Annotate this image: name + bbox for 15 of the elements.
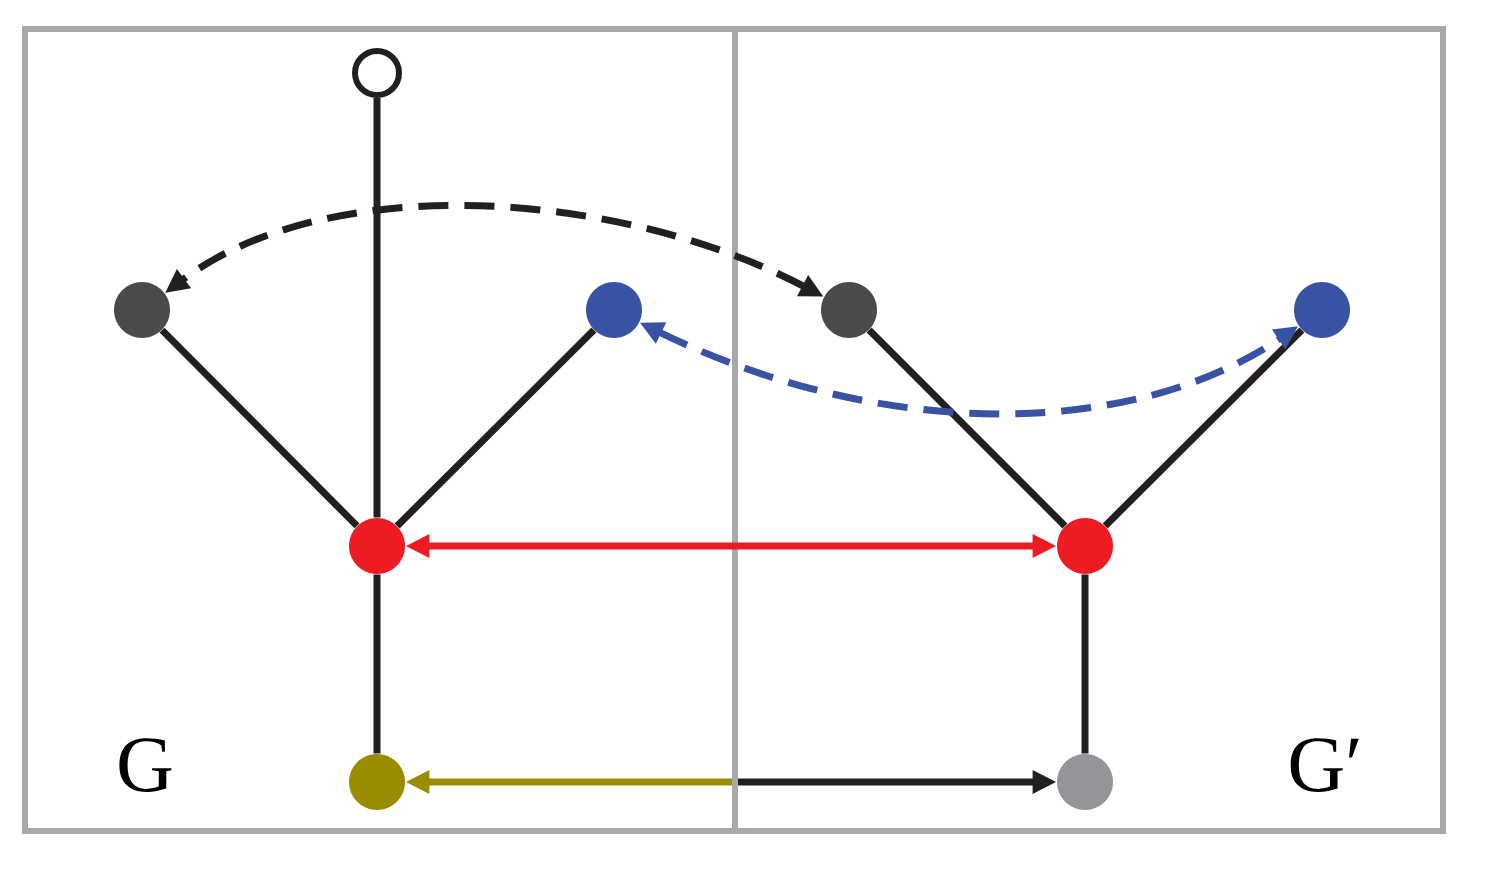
open-circle: [352, 48, 402, 98]
dot: [114, 282, 170, 338]
panel-label: G: [119, 738, 172, 792]
dot: [349, 518, 405, 574]
line: [1102, 327, 1305, 529]
line: [159, 327, 360, 529]
line: [394, 327, 597, 529]
dot: [349, 754, 405, 810]
dot: [821, 282, 877, 338]
dot: [1057, 754, 1113, 810]
panel-label: G′: [1290, 738, 1359, 792]
dot: [1294, 282, 1350, 338]
line: [866, 327, 1068, 529]
dot: [586, 282, 642, 338]
dot: [1057, 518, 1113, 574]
